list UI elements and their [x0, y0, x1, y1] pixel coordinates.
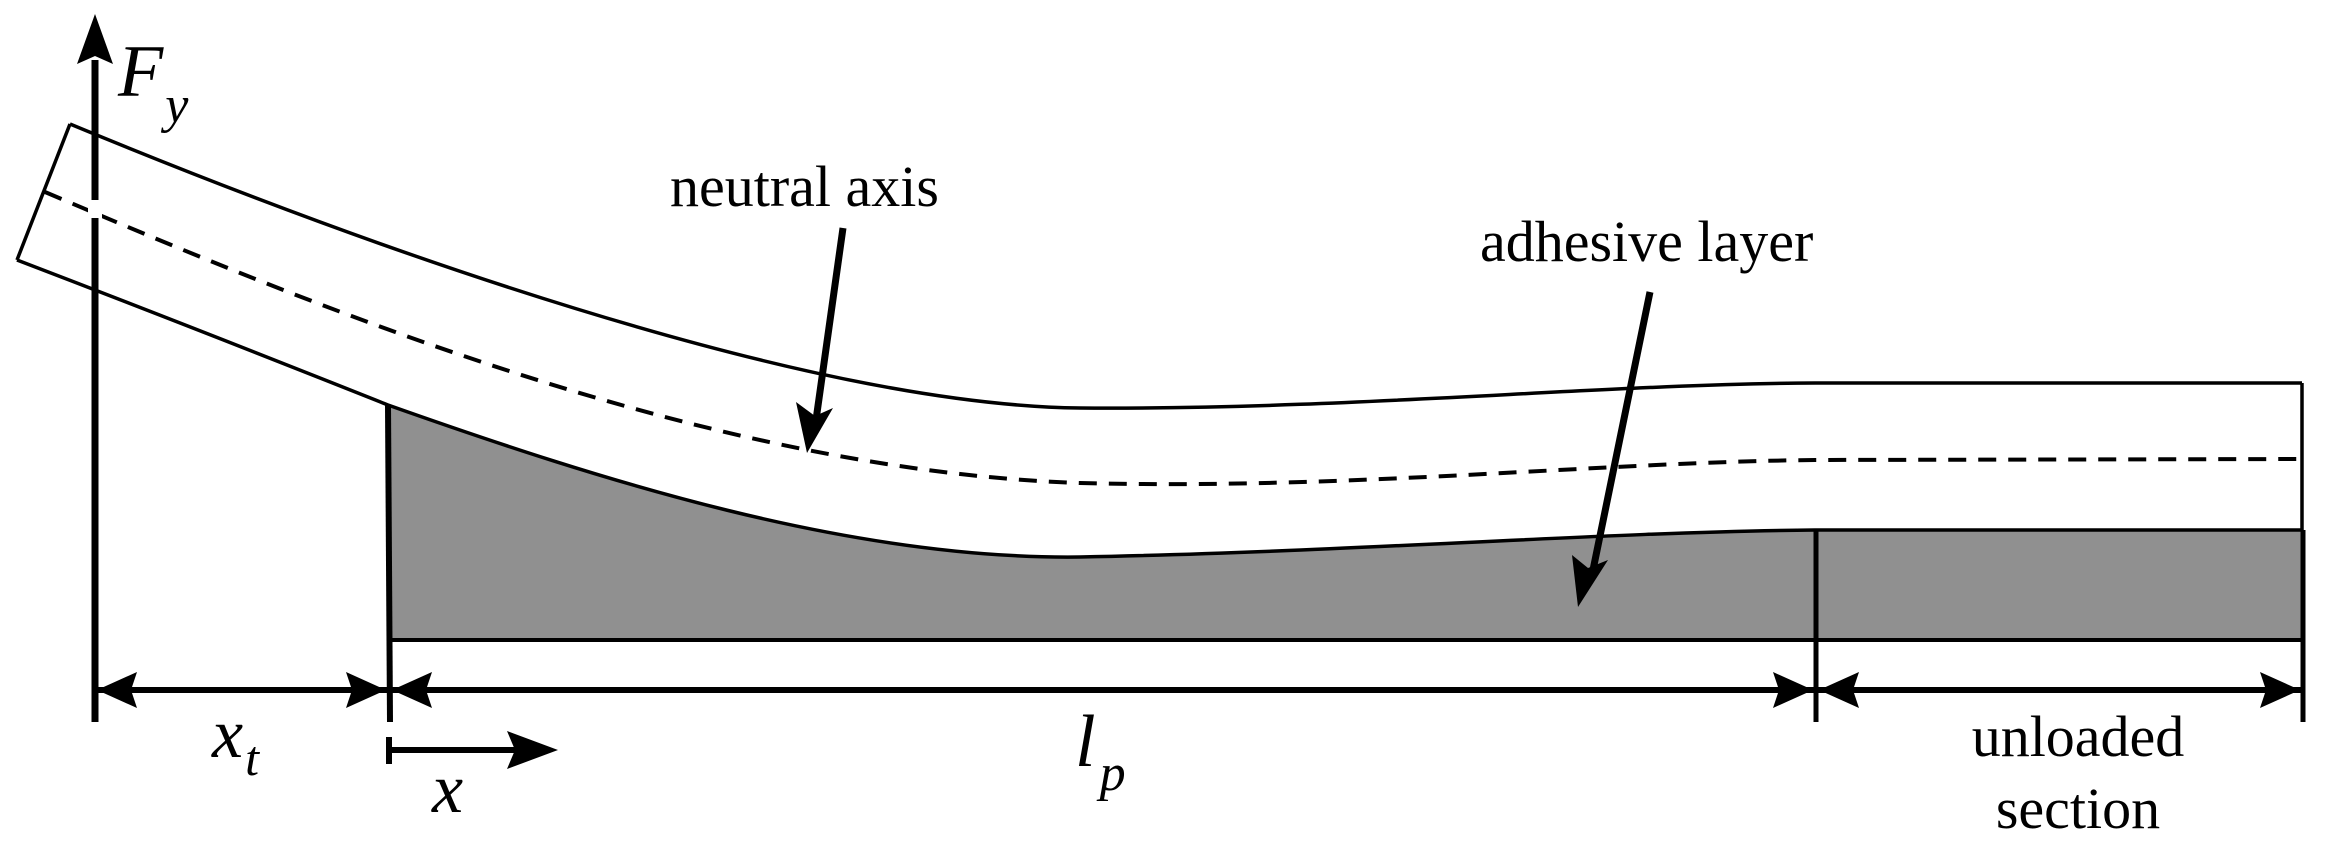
- beam-left-end: [15, 123, 72, 261]
- x-label: x: [431, 751, 463, 828]
- lp-label: lp: [1075, 701, 1126, 802]
- xt-left-arrow-icon: [97, 672, 137, 708]
- x-coordinate-arrow-head-icon: [507, 731, 558, 769]
- xt-right-arrow-icon: [346, 672, 386, 708]
- adhesive-layer-unloaded: [1815, 530, 2302, 640]
- adhesive-layer-pointer: [1589, 291, 1654, 571]
- unloaded-section-label-line1: unloaded: [1972, 704, 2185, 769]
- unloaded-section-label-line2: section: [1996, 776, 2160, 841]
- axis-gap: [88, 200, 102, 220]
- peel-front-line: [385, 404, 393, 723]
- force-label: Fy: [117, 31, 189, 134]
- lp-right-arrow-icon: [1773, 672, 1813, 708]
- unloaded-right-arrow-icon: [2260, 672, 2300, 708]
- adhesive-layer-label: adhesive layer: [1480, 209, 1813, 274]
- beam-top-edge: [69, 122, 2302, 410]
- beam-bottom-edge: [16, 258, 2302, 559]
- adhesive-layer-loaded: [388, 405, 1815, 640]
- xt-label: xt: [211, 696, 260, 786]
- adhesive-layer-arrow-head-icon: [1572, 555, 1608, 607]
- neutral-axis-label: neutral axis: [670, 154, 939, 219]
- neutral-axis-line: [44, 190, 2303, 487]
- neutral-axis-arrow-head-icon: [796, 402, 833, 453]
- force-arrow-head-icon: [77, 14, 113, 64]
- neutral-axis-pointer: [812, 227, 847, 421]
- lp-left-arrow-icon: [392, 672, 432, 708]
- unloaded-left-arrow-icon: [1819, 672, 1859, 708]
